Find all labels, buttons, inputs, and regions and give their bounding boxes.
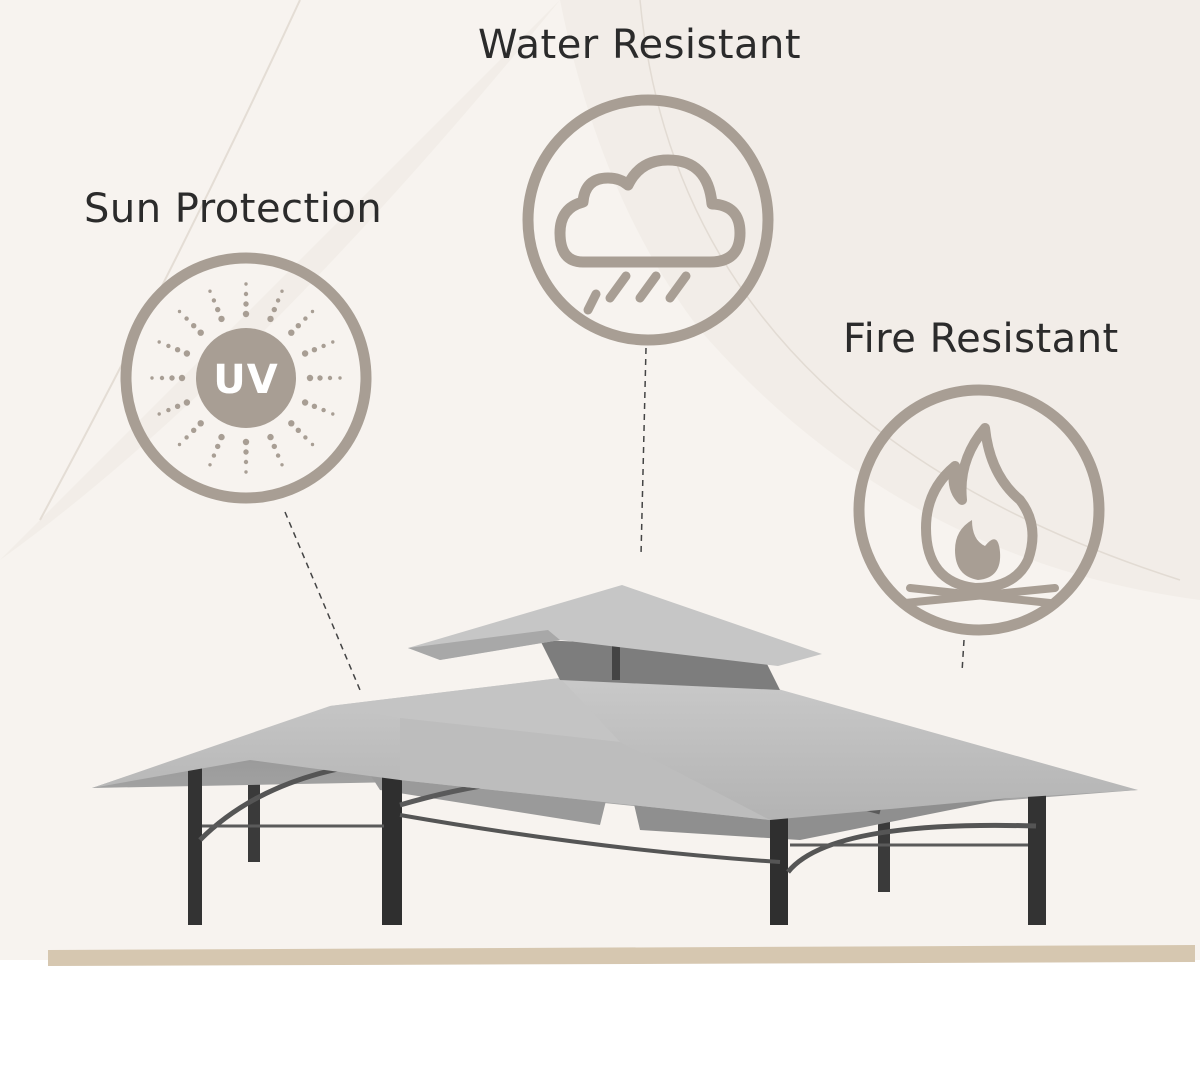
sun-ray-dot (327, 375, 333, 381)
sun-ray-dot (243, 291, 249, 297)
sun-ray-dot (243, 459, 249, 465)
sun-ray-dot (177, 309, 182, 314)
sun-ray-dot (303, 316, 308, 321)
sun-ray-dot (321, 407, 326, 413)
sun-ray-dot (331, 412, 335, 416)
uv-badge: UV (213, 357, 278, 403)
rain-cloud-icon (522, 94, 774, 346)
sun-ray-dot (208, 463, 212, 467)
sun-ray-dot (295, 427, 301, 433)
sun-ray-dot (197, 329, 204, 336)
sun-ray-dot (275, 453, 281, 458)
sun-ray-dot (310, 309, 315, 314)
sun-ray-dot (211, 453, 217, 458)
sun-ray-dot (157, 340, 161, 344)
sun-ray-dot (178, 374, 186, 382)
sun-ray-dot (166, 407, 171, 413)
sun-ray-dot (267, 433, 274, 441)
sun-ray-dot (191, 323, 197, 329)
sun-ray-dot (242, 438, 250, 446)
sun-ray-dot (166, 343, 171, 349)
sun-ray-dot (306, 374, 314, 382)
sun-ray-dot (271, 443, 277, 450)
sun-ray-dot (303, 435, 308, 440)
sun-ray-dot (174, 347, 181, 353)
sun-ray-dot (317, 375, 323, 381)
sun-ray-dot (311, 403, 318, 409)
sun-ray-dot (159, 375, 165, 381)
sun-ray-dot (150, 376, 154, 380)
sun-ray-dot (183, 399, 191, 406)
fire-resistant-label: Fire Resistant (843, 316, 1119, 362)
sun-ray-dot (215, 443, 221, 450)
sun-ray-dot (301, 399, 309, 406)
sun-ray-dot (177, 442, 182, 447)
sun-ray-dot (244, 282, 248, 286)
sun-ray-dot (275, 298, 281, 303)
sun-ray-dot (295, 323, 301, 329)
sun-ray-dot (244, 470, 248, 474)
sun-ray-dot (280, 463, 284, 467)
sun-ray-dot (197, 420, 204, 427)
fire-leader-line (961, 639, 965, 673)
backdrop-curve (39, 0, 301, 521)
sun-ray-dot (243, 449, 249, 455)
sun-ray-dot (280, 289, 284, 293)
sun-ray-dot (218, 433, 225, 441)
sun-ray-dot (183, 350, 191, 357)
sun-ray-dot (218, 315, 225, 323)
sun-ray-dot (271, 306, 277, 313)
sun-ray-dot (169, 375, 175, 381)
uv-sun-icon (120, 252, 372, 504)
sun-ray-dot (211, 298, 217, 303)
ground-strip (48, 945, 1195, 966)
sun-ray-dot (243, 301, 249, 307)
sun-ray-dot (208, 289, 212, 293)
gazebo-illustration (92, 585, 1138, 925)
sun-ray-dot (184, 435, 189, 440)
sun-ray-dot (184, 316, 189, 321)
sun-ray-dot (321, 343, 326, 349)
sun-ray-dot (191, 427, 197, 433)
sun-ray-dot (215, 306, 221, 313)
sun-protection-label: Sun Protection (84, 186, 383, 232)
backdrop-sweep (0, 0, 1200, 600)
sun-ray-dot (310, 442, 315, 447)
sun-ray-dot (338, 376, 342, 380)
sun-ray-dot (242, 310, 250, 318)
sun-ray-dot (174, 403, 181, 409)
flame-icon (853, 384, 1105, 636)
sun-ray-dot (288, 329, 295, 336)
sun-ray-dot (157, 412, 161, 416)
backdrop-curve (639, 0, 1181, 581)
water-leader-line (640, 347, 647, 556)
sun-ray-dot (288, 420, 295, 427)
sun-ray-dot (311, 347, 318, 353)
sun-ray-dot (331, 340, 335, 344)
sun-ray-dot (267, 315, 274, 323)
sun-ray-dot (301, 350, 309, 357)
water-resistant-label: Water Resistant (478, 22, 802, 68)
